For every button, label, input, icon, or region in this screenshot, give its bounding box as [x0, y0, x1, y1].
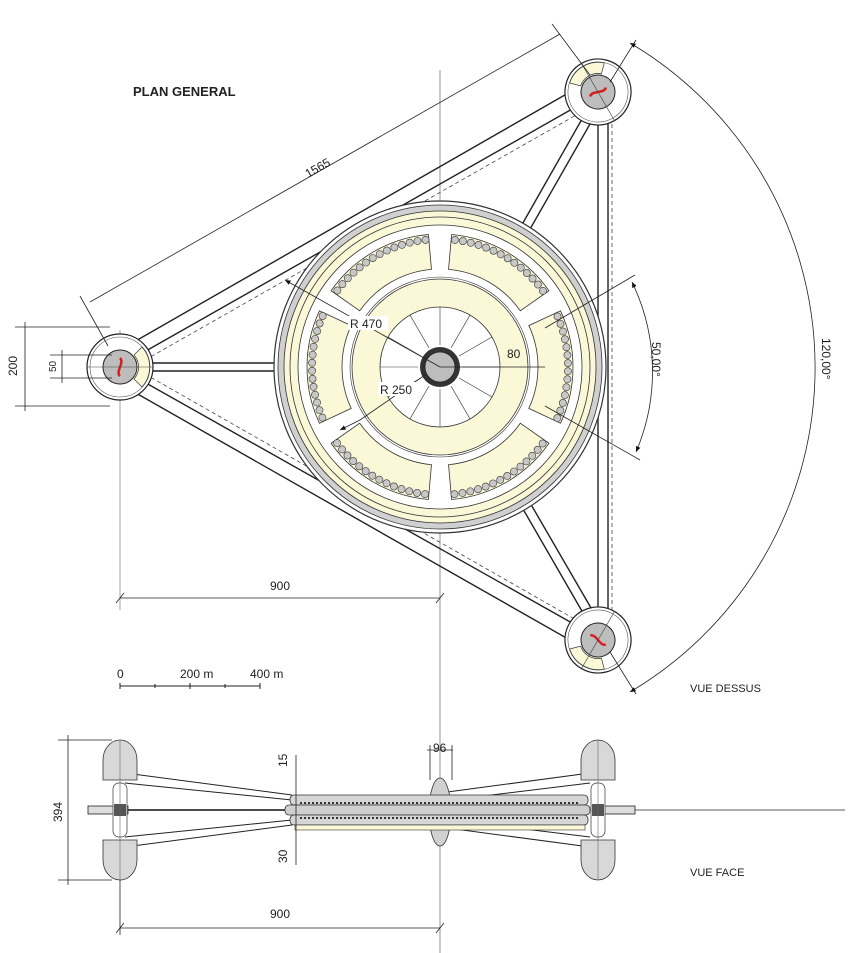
svg-text:0: 0 — [117, 667, 124, 681]
side-view-label: VUE FACE — [690, 867, 744, 879]
svg-text:200 m: 200 m — [180, 667, 213, 681]
dimension-120-degrees: 120,00° — [609, 39, 833, 695]
ring-segment — [330, 422, 432, 500]
svg-text:15: 15 — [276, 753, 290, 767]
side-node — [102, 739, 138, 881]
ring-segment — [448, 422, 550, 500]
dimension-200: 200 50 — [6, 322, 112, 411]
svg-text:400 m: 400 m — [250, 667, 283, 681]
svg-text:50,00°: 50,00° — [649, 342, 663, 377]
svg-text:200: 200 — [6, 356, 20, 376]
dimension-50-degrees: 50,00° — [544, 274, 663, 461]
dimension-96: 96 — [427, 741, 453, 780]
dimension-15-30: 15 30 — [276, 753, 297, 865]
side-view — [87, 739, 845, 881]
dimension-900-top: 900 — [115, 579, 445, 604]
nodes — [86, 58, 632, 674]
svg-text:1565: 1565 — [303, 155, 333, 180]
ring-segment — [448, 234, 550, 312]
svg-text:50: 50 — [48, 360, 59, 372]
svg-text:R 250: R 250 — [380, 383, 412, 397]
ring-segment — [330, 234, 432, 312]
svg-text:R 470: R 470 — [350, 317, 382, 331]
svg-text:30: 30 — [276, 849, 290, 863]
plan-title: PLAN GENERAL — [133, 84, 236, 99]
svg-text:900: 900 — [270, 907, 290, 921]
svg-text:394: 394 — [51, 802, 65, 822]
svg-text:900: 900 — [270, 579, 290, 593]
side-node — [580, 739, 616, 881]
dimension-900-side: 900 — [115, 880, 445, 935]
svg-text:96: 96 — [433, 741, 447, 755]
dimension-radii: R 470 R 250 80 — [284, 279, 545, 431]
node — [564, 58, 632, 126]
svg-text:120,00°: 120,00° — [819, 338, 833, 380]
dimension-394: 394 — [51, 735, 112, 885]
top-view-label: VUE DESSUS — [690, 683, 761, 695]
scale-bar: 0 200 m 400 m — [117, 667, 283, 689]
node — [86, 333, 154, 401]
svg-text:80: 80 — [507, 347, 521, 361]
node — [564, 606, 632, 674]
